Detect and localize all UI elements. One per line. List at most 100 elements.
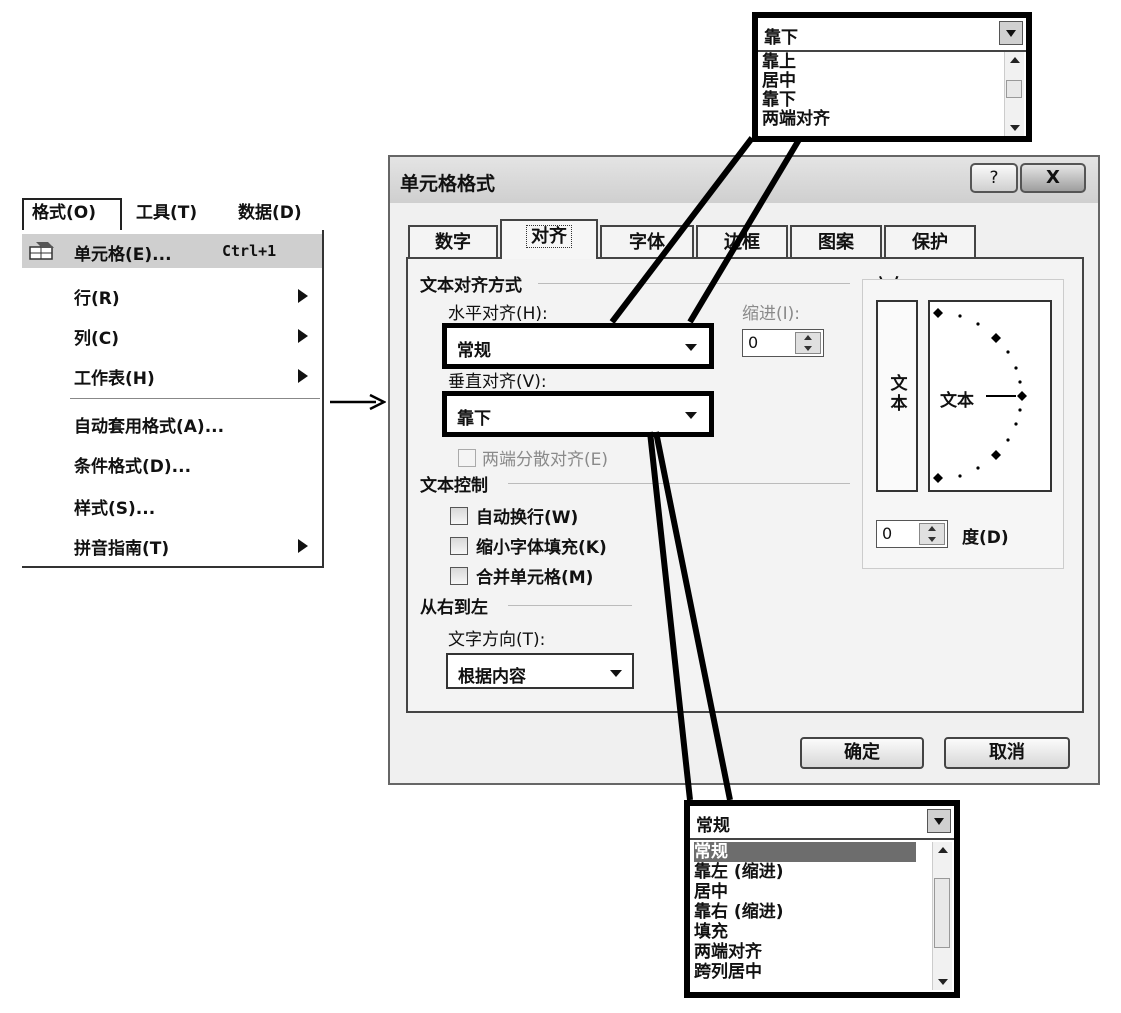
- menu-item-label: 样式(S)...: [74, 499, 156, 519]
- vertical-align-select[interactable]: 靠下: [442, 391, 714, 437]
- menu-item-autoformat[interactable]: 自动套用格式(A)...: [22, 406, 322, 440]
- merge-cells-label: 合并单元格(M): [476, 568, 594, 588]
- menu-item-label: 工作表(H): [74, 369, 155, 389]
- vertical-align-label: 垂直对齐(V):: [448, 372, 547, 392]
- menu-bar: 格式(O) 工具(T) 数据(D): [22, 198, 324, 232]
- menu-item-column[interactable]: 列(C): [22, 318, 322, 352]
- merge-cells-checkbox[interactable]: [450, 567, 468, 585]
- horizontal-align-select[interactable]: 常规: [442, 323, 714, 369]
- wrap-text-label: 自动换行(W): [476, 508, 579, 528]
- format-cells-dialog: 单元格格式 ? X 数字 对齐 字体 边框 图案 保护 文本对齐方式 水平对齐(…: [388, 155, 1100, 785]
- dropdown-current-value: 常规: [696, 816, 730, 836]
- list-item[interactable]: 靠左 (缩进): [694, 862, 784, 882]
- justify-distributed-checkbox[interactable]: [458, 449, 476, 467]
- degree-value: 0: [882, 524, 893, 543]
- menu-item-style[interactable]: 样式(S)...: [22, 488, 322, 522]
- chevron-down-icon: [610, 670, 622, 677]
- menu-item-label: 列(C): [74, 329, 120, 349]
- text-direction-select[interactable]: 根据内容: [446, 653, 634, 689]
- menu-item-label: 条件格式(D)...: [74, 457, 192, 477]
- scroll-up-icon[interactable]: [1010, 57, 1020, 63]
- right-to-left-group-label: 从右到左: [420, 598, 488, 618]
- menu-item-row[interactable]: 行(R): [22, 278, 322, 312]
- dropdown-button-icon[interactable]: [999, 21, 1023, 45]
- degree-label: 度(D): [962, 528, 1009, 548]
- list-item[interactable]: 两端对齐: [694, 942, 762, 962]
- group-divider: [508, 483, 850, 484]
- text-direction-label: 文字方向(T):: [448, 630, 546, 650]
- submenu-arrow-icon: [298, 539, 308, 553]
- submenu-arrow-icon: [298, 369, 308, 383]
- menu-item-cells[interactable]: 单元格(E)... Ctrl+1: [22, 234, 322, 268]
- menu-item-label: 行(R): [74, 289, 120, 309]
- dropdown-current-value: 靠下: [764, 28, 798, 48]
- tab-alignment[interactable]: 对齐: [500, 219, 598, 259]
- shrink-to-fit-checkbox[interactable]: [450, 537, 468, 555]
- close-button[interactable]: X: [1020, 163, 1086, 193]
- spinner-arrows-icon[interactable]: [919, 523, 945, 545]
- dropdown-header[interactable]: 常规: [690, 806, 954, 840]
- menu-item-conditional-format[interactable]: 条件格式(D)...: [22, 446, 322, 480]
- tab-number[interactable]: 数字: [408, 225, 498, 258]
- vertical-text-label: 文本: [890, 374, 908, 414]
- degree-spinner[interactable]: 0: [876, 520, 948, 548]
- tab-patterns[interactable]: 图案: [790, 225, 882, 258]
- list-item[interactable]: 靠上: [762, 52, 796, 72]
- list-item[interactable]: 跨列居中: [694, 962, 762, 982]
- format-menu: 单元格(E)... Ctrl+1 行(R) 列(C) 工作表(H) 自动套用格式…: [22, 230, 324, 568]
- tab-label: 保护: [912, 232, 948, 253]
- pointer-arrow-icon: [330, 393, 386, 411]
- list-item[interactable]: 居中: [762, 71, 796, 91]
- list-item[interactable]: 靠下: [762, 90, 796, 110]
- menu-data[interactable]: 数据(D): [238, 203, 302, 223]
- text-control-group-label: 文本控制: [420, 476, 488, 496]
- chevron-down-icon: [685, 344, 697, 351]
- help-button[interactable]: ?: [970, 163, 1018, 193]
- dial-marks: [933, 308, 1027, 483]
- tab-label: 数字: [435, 232, 471, 253]
- tab-protection[interactable]: 保护: [884, 225, 976, 258]
- dialog-title: 单元格格式: [400, 173, 496, 195]
- tab-label: 字体: [629, 232, 665, 253]
- vertical-align-dropdown-list: 靠下 靠上 居中 靠下 两端对齐: [752, 12, 1032, 142]
- list-item[interactable]: 填充: [694, 922, 728, 942]
- dropdown-header[interactable]: 靠下: [758, 18, 1026, 52]
- orientation-dial[interactable]: 文本: [928, 300, 1052, 492]
- alignment-panel: 文本对齐方式 水平对齐(H): 常规 缩进(I): 0 垂直对齐(V): 靠下 …: [406, 257, 1084, 713]
- scroll-thumb[interactable]: [1006, 80, 1022, 98]
- dropdown-button-icon[interactable]: [927, 809, 951, 833]
- indent-spinner[interactable]: 0: [742, 329, 824, 357]
- scroll-up-icon[interactable]: [938, 847, 948, 853]
- cancel-button[interactable]: 取消: [944, 737, 1070, 769]
- vertical-align-value: 靠下: [457, 409, 491, 429]
- vertical-text-orientation[interactable]: 文本: [876, 300, 918, 492]
- menu-item-phonetic[interactable]: 拼音指南(T): [22, 528, 322, 562]
- list-item-selected[interactable]: 常规: [694, 842, 916, 862]
- scroll-down-icon[interactable]: [1010, 125, 1020, 131]
- list-item[interactable]: 居中: [694, 882, 728, 902]
- wrap-text-checkbox[interactable]: [450, 507, 468, 525]
- text-direction-value: 根据内容: [458, 667, 526, 687]
- ok-button[interactable]: 确定: [800, 737, 924, 769]
- menu-tools[interactable]: 工具(T): [136, 203, 198, 223]
- scrollbar[interactable]: [1004, 52, 1024, 136]
- scroll-thumb[interactable]: [934, 878, 950, 948]
- tab-font[interactable]: 字体: [600, 225, 694, 258]
- horizontal-align-label: 水平对齐(H):: [448, 304, 548, 324]
- tab-label: 对齐: [526, 225, 572, 248]
- indent-value: 0: [748, 333, 759, 352]
- menu-item-sheet[interactable]: 工作表(H): [22, 358, 322, 392]
- spinner-arrows-icon[interactable]: [795, 332, 821, 354]
- menu-separator: [70, 398, 320, 399]
- menu-item-label: 自动套用格式(A)...: [74, 417, 225, 437]
- list-item[interactable]: 两端对齐: [762, 109, 830, 129]
- scroll-down-icon[interactable]: [938, 979, 948, 985]
- chevron-down-icon: [685, 412, 697, 419]
- text-alignment-group-label: 文本对齐方式: [420, 276, 522, 296]
- group-divider: [508, 605, 632, 606]
- scrollbar[interactable]: [932, 842, 952, 990]
- menu-format[interactable]: 格式(O): [32, 203, 96, 223]
- list-item[interactable]: 靠右 (缩进): [694, 902, 784, 922]
- indent-label: 缩进(I):: [742, 304, 801, 324]
